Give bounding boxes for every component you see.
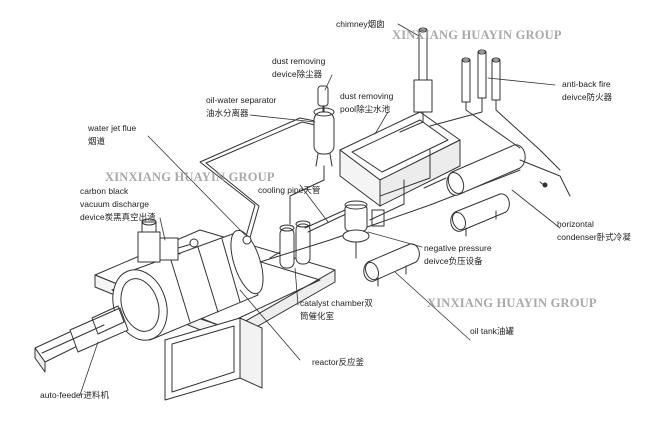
label-cooling-pipe: cooling pipe天管 <box>258 185 321 195</box>
label-horizontal-condenser: horizontal condenser卧式冷凝 <box>557 219 631 242</box>
ash-pit <box>164 317 263 401</box>
horizontal-condenser <box>423 144 571 197</box>
connecting-pipes <box>289 149 548 225</box>
label-carbon-black: carbon black vacuum discharge device炭黑真空… <box>80 186 156 222</box>
label-chimney: chimney烟囱 <box>336 19 385 29</box>
watermark-middle: XINXIANG HUAYIN GROUP <box>105 170 275 184</box>
label-negative-pressure: negative pressure deivce负压设备 <box>424 243 492 266</box>
label-oil-water-separator: oil-water separator 油水分离器 <box>206 95 277 118</box>
chimney <box>399 27 433 133</box>
oil-tank-right <box>450 193 510 237</box>
label-dust-removing-device: dust removing device除尘器 <box>272 56 326 79</box>
oil-tank-left <box>363 243 420 287</box>
watermark-bottom: XINXIANG HUAYIN GROUP <box>427 296 597 310</box>
label-dust-removing-pool: dust removing pool除尘水池 <box>340 91 394 114</box>
catalyst-chamber <box>269 220 311 269</box>
reactor-drum <box>112 229 264 341</box>
water-jet-flue-pipe <box>199 117 321 245</box>
label-reactor: reactor反应釜 <box>312 357 364 367</box>
anti-back-fire-device <box>429 49 561 171</box>
label-catalyst-chamber: catalyst chamber双 筒催化室 <box>300 298 373 321</box>
label-auto-feeder: auto-feeder进料机 <box>40 390 109 400</box>
watermark-top: XINXIANG HUAYIN GROUP <box>392 28 562 42</box>
leader-lines <box>79 23 561 396</box>
oil-water-separator <box>313 99 335 167</box>
label-oil-tank: oil tank油罐 <box>470 326 514 336</box>
carbon-black-discharge <box>137 218 199 263</box>
auto-feeder <box>34 305 129 373</box>
dust-removing-pool <box>339 111 461 207</box>
dust-removing-device <box>317 85 329 113</box>
negative-pressure-device <box>342 200 385 259</box>
label-water-jet-flue: water jet flue 烟道 <box>88 123 137 146</box>
label-anti-back-fire: anti-back fire deivce防火器 <box>562 79 613 102</box>
